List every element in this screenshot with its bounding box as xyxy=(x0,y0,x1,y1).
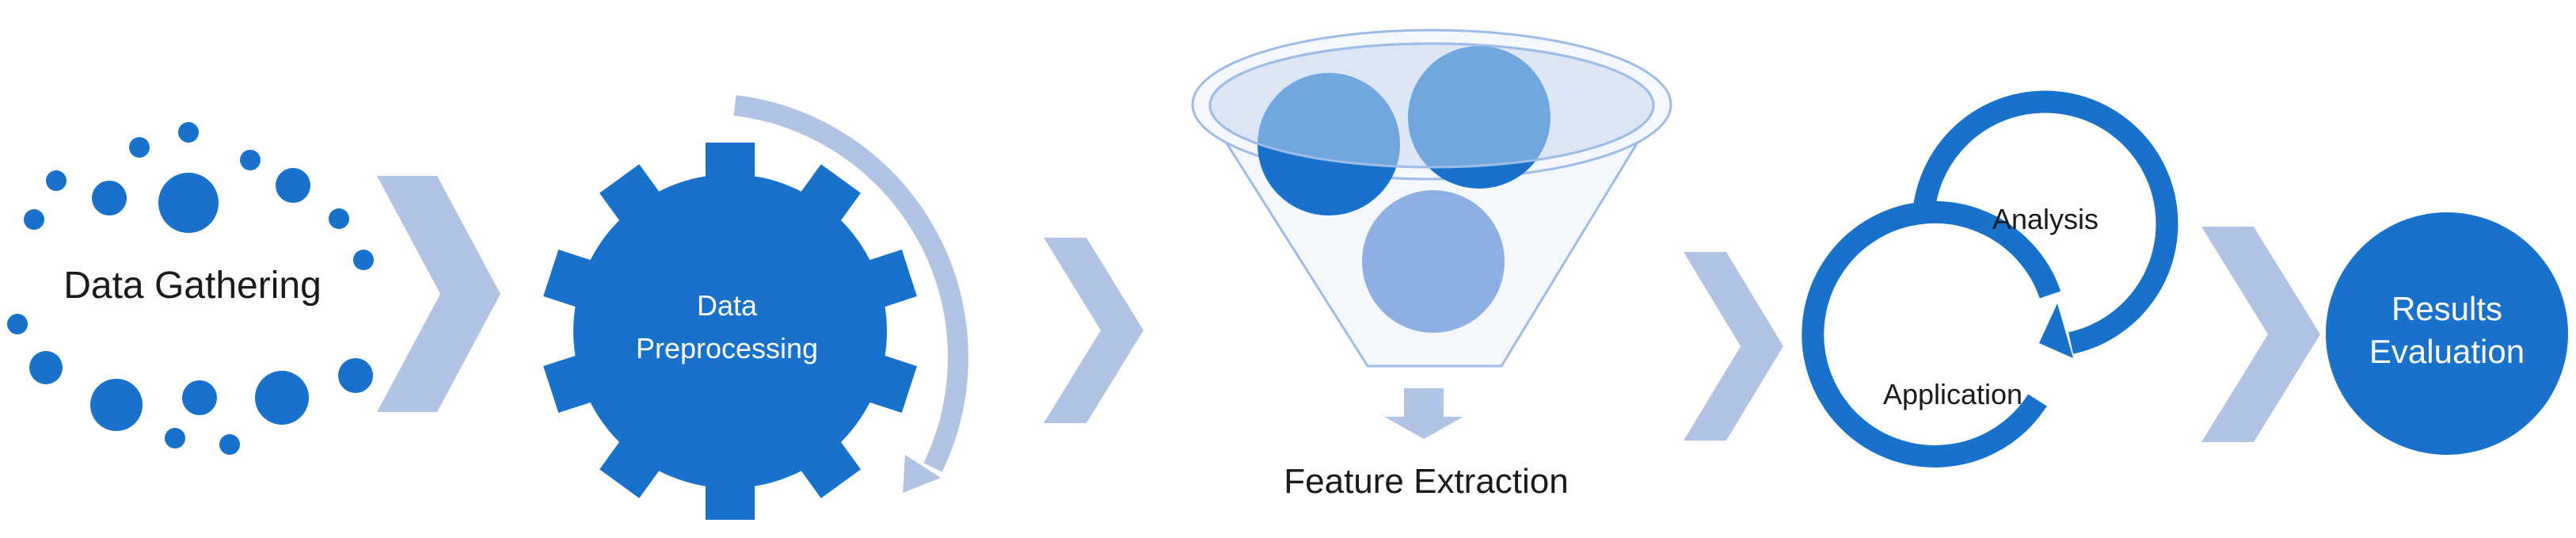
dot xyxy=(7,314,28,334)
dot xyxy=(338,358,373,393)
dot xyxy=(276,168,310,203)
analysis-arc xyxy=(1912,90,2178,354)
analysis-application-cycle: Analysis Application xyxy=(1802,90,2178,467)
feature-circle xyxy=(1408,46,1551,189)
data-preprocessing-step: Data Preprocessing xyxy=(543,95,968,520)
dot xyxy=(240,150,261,170)
results-evaluation-label-line1: Results xyxy=(2391,290,2502,327)
dot xyxy=(219,434,240,455)
dot xyxy=(90,379,143,431)
gear-icon xyxy=(543,143,917,520)
funnel-rim-front xyxy=(1208,42,1655,169)
dot xyxy=(329,208,349,229)
dot xyxy=(29,351,63,384)
feature-circle xyxy=(1362,190,1505,333)
circle-icon xyxy=(2326,212,2568,455)
application-arc xyxy=(1802,200,2061,467)
data-preprocessing-label-line2: Preprocessing xyxy=(636,332,818,364)
dot xyxy=(158,173,219,233)
application-label: Application xyxy=(1883,378,2022,410)
analysis-arrowhead xyxy=(2039,303,2073,358)
dot xyxy=(255,371,309,425)
feature-extraction-step: Feature Extraction xyxy=(1191,29,1672,501)
chevron-right-icon xyxy=(1684,252,1783,441)
chevron-right-icon xyxy=(2201,227,2320,442)
gear-teeth xyxy=(543,143,917,520)
funnel-icon xyxy=(1191,29,1672,368)
dot xyxy=(46,170,67,191)
dot xyxy=(353,250,374,270)
data-preprocessing-label-line1: Data xyxy=(697,289,758,322)
data-gathering-step: Data Gathering xyxy=(7,122,374,455)
dot xyxy=(24,209,44,230)
gear-body xyxy=(573,174,887,488)
down-arrow-icon xyxy=(1384,388,1463,439)
cycle-arrows-icon xyxy=(1802,90,2178,467)
feature-circle xyxy=(1258,73,1400,216)
chevron-right-icon xyxy=(1044,238,1143,423)
dot-ring-icon xyxy=(7,122,374,455)
results-evaluation-step: Results Evaluation xyxy=(2326,212,2568,455)
chevron-right-icon xyxy=(377,176,500,412)
curved-arrow-icon xyxy=(733,95,968,493)
dot xyxy=(182,380,217,415)
dot xyxy=(178,122,199,143)
analysis-label: Analysis xyxy=(1992,203,2098,235)
feature-extraction-label: Feature Extraction xyxy=(1284,462,1569,501)
data-gathering-label: Data Gathering xyxy=(63,265,322,307)
dot xyxy=(165,428,185,448)
results-evaluation-label-line2: Evaluation xyxy=(2369,333,2525,370)
dot xyxy=(92,181,127,216)
dot xyxy=(129,137,150,158)
